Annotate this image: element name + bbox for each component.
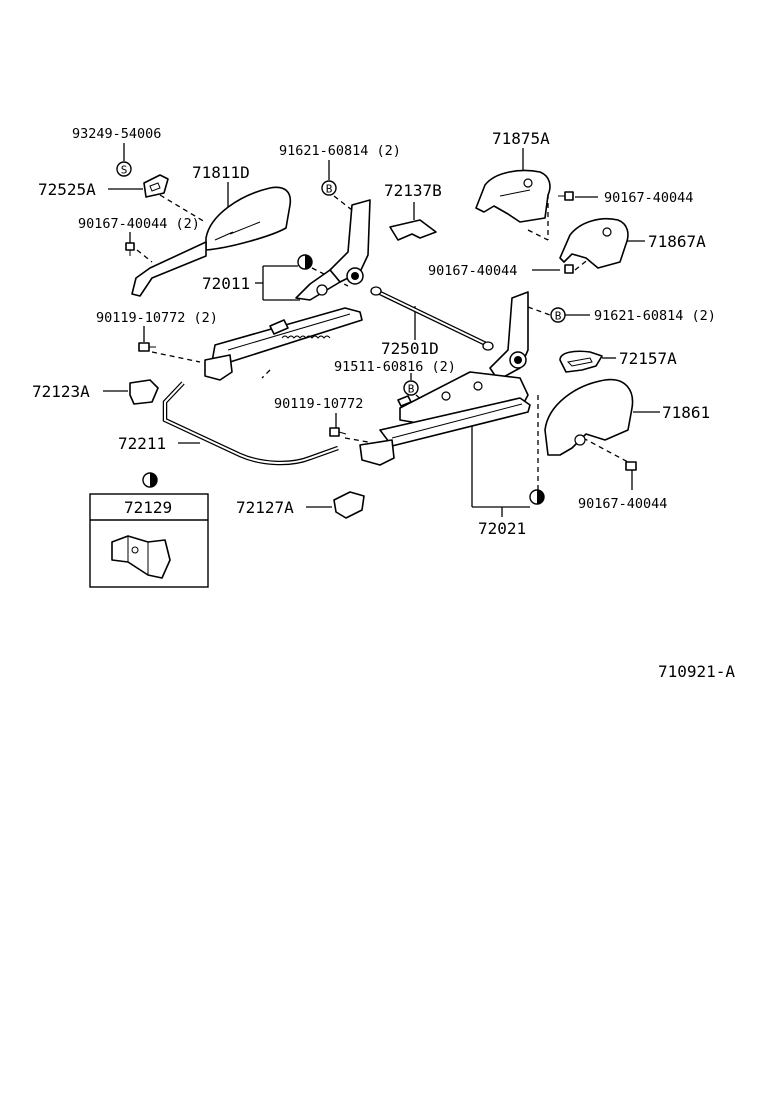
label-72137B: 72137B — [384, 181, 442, 200]
part-labels: 93249-54006 72525A 71811D 90167-40044 (2… — [32, 126, 735, 681]
symbol-b-mark-upper: B — [321, 180, 337, 196]
label-90167-bottom: 90167-40044 — [578, 496, 667, 512]
label-91621-upper: 91621-60814 (2) — [279, 143, 401, 159]
label-72211: 72211 — [118, 434, 166, 453]
part-72129-box — [89, 493, 209, 588]
label-90167-upper-right: 90167-40044 — [604, 190, 693, 206]
label-71811D: 71811D — [192, 163, 250, 182]
label-90167-mid: 90167-40044 — [428, 263, 517, 279]
label-90119-left: 90119-10772 (2) — [96, 310, 218, 326]
part-71875A — [475, 169, 551, 223]
symbol-s-mark: S — [116, 161, 132, 177]
label-72129: 72129 — [124, 498, 172, 517]
part-seat-track-left — [204, 307, 363, 381]
bolt-icon — [125, 242, 135, 256]
part-71867A — [559, 218, 629, 269]
part-72123A — [129, 379, 159, 405]
label-72157A: 72157A — [619, 349, 677, 368]
label-72123A: 72123A — [32, 382, 90, 401]
part-72525A — [143, 174, 169, 198]
half-circle-icon-72021 — [529, 489, 545, 505]
part-72211-wire — [162, 381, 339, 466]
label-91621-right: 91621-60814 (2) — [594, 308, 716, 324]
svg-text:S: S — [121, 164, 128, 177]
part-72021-recliner — [359, 291, 531, 466]
label-90167-left: 90167-40044 (2) — [78, 216, 200, 232]
half-circle-icon-72129 — [142, 472, 158, 488]
screw-icon — [564, 264, 574, 274]
label-71861: 71861 — [662, 403, 710, 422]
part-71811D — [131, 186, 292, 297]
label-71875A: 71875A — [492, 129, 550, 148]
part-72127A — [333, 491, 365, 519]
label-72525A: 72525A — [38, 180, 96, 199]
svg-text:B: B — [326, 183, 333, 196]
label-93249: 93249-54006 — [72, 126, 161, 142]
part-72501D-rod — [370, 286, 494, 351]
screw-icon — [625, 461, 637, 471]
label-72021: 72021 — [478, 519, 526, 538]
bolt-icon — [329, 427, 347, 437]
part-72157A — [559, 350, 603, 373]
label-72501D: 72501D — [381, 339, 439, 358]
symbol-b-mark-center: B — [403, 380, 419, 396]
bolt-icon — [138, 342, 156, 352]
label-71867A: 71867A — [648, 232, 706, 251]
part-72011-recliner — [295, 199, 371, 301]
symbol-b-mark-right: B — [550, 307, 566, 323]
screw-icon — [558, 191, 574, 201]
part-71861 — [544, 378, 634, 456]
part-72137B — [389, 219, 437, 241]
label-72127A: 72127A — [236, 498, 294, 517]
label-90119-center: 90119-10772 — [274, 396, 363, 412]
label-91511: 91511-60816 (2) — [334, 359, 456, 375]
svg-text:B: B — [408, 383, 415, 396]
figure-code: 710921-A — [658, 662, 735, 681]
label-72011: 72011 — [202, 274, 250, 293]
svg-text:B: B — [555, 310, 562, 323]
half-circle-icon-72011 — [297, 254, 313, 270]
